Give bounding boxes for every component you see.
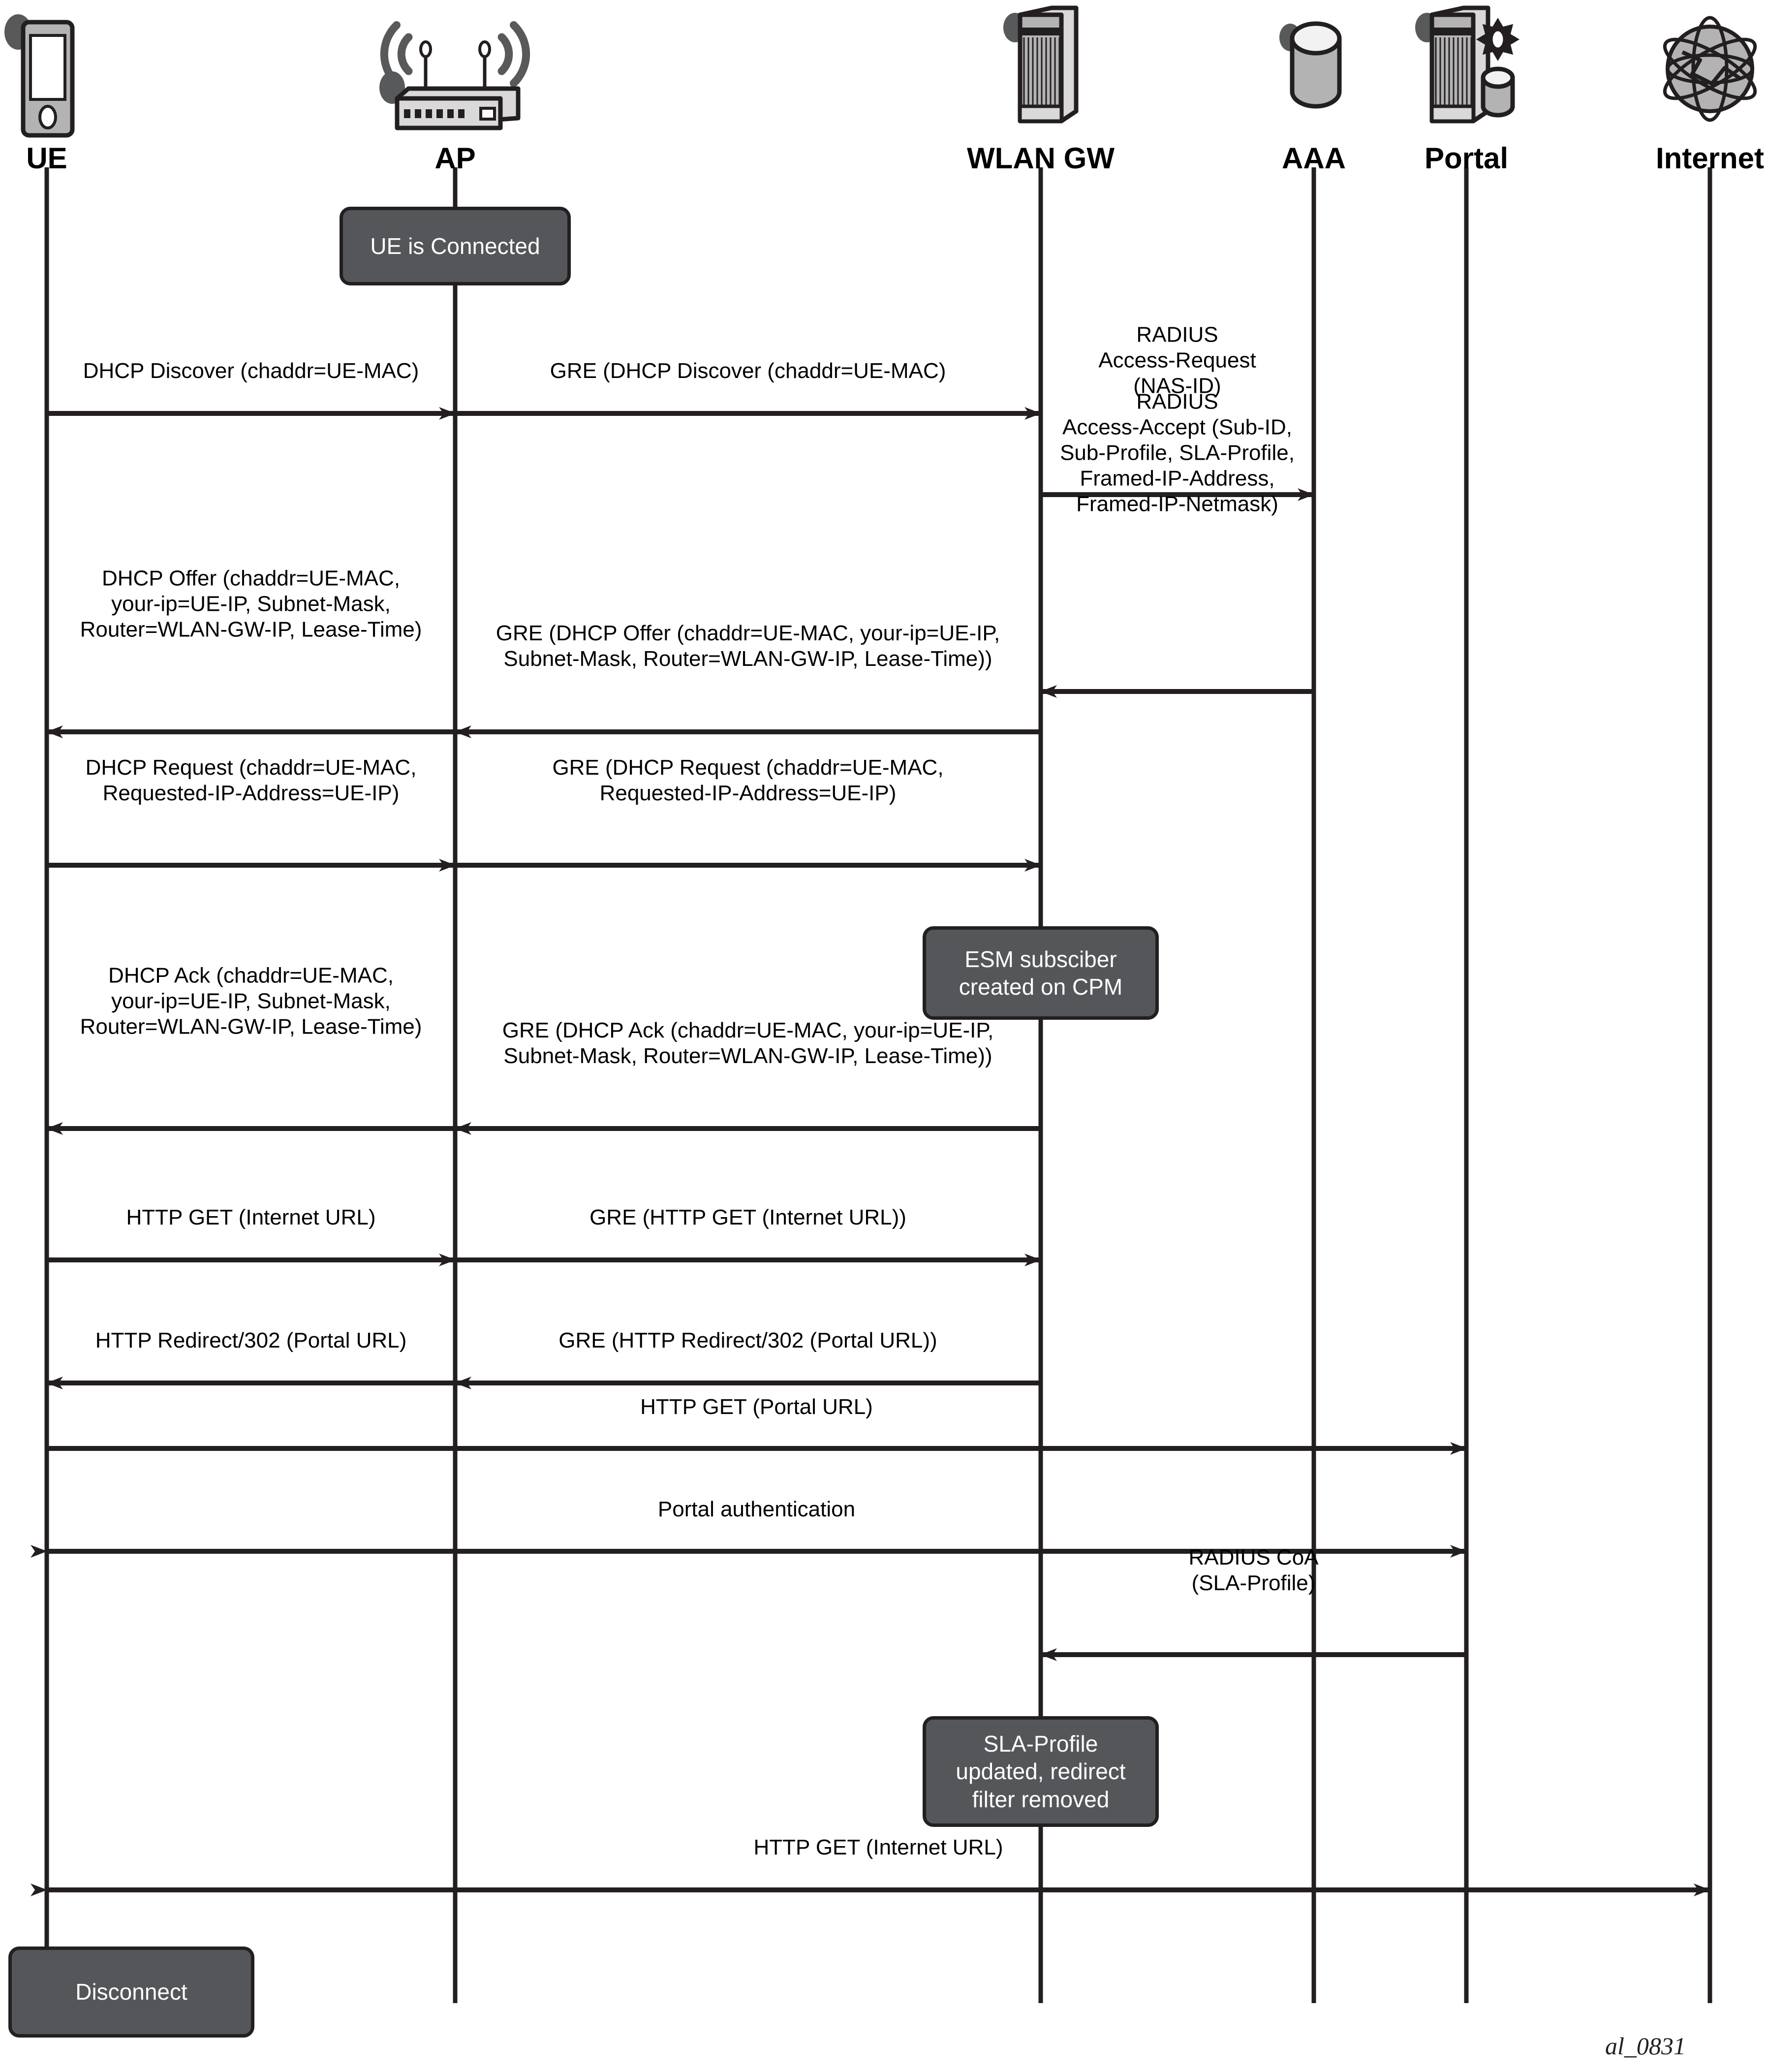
lifeline-label-wlangw: WLAN GW xyxy=(967,142,1115,175)
message-label-m05: DHCP Offer (chaddr=UE-MAC, your-ip=UE-IP… xyxy=(80,566,422,642)
mobile-phone-icon xyxy=(4,14,75,138)
message-label-m18: HTTP GET (Internet URL) xyxy=(753,1835,1003,1860)
lifeline-label-ue: UE xyxy=(26,142,67,175)
note-sla-profile: SLA-Profile updated, redirect filter rem… xyxy=(923,1716,1159,1827)
message-label-m07: DHCP Request (chaddr=UE-MAC, Requested-I… xyxy=(85,755,417,806)
device-icons-layer xyxy=(4,5,1757,138)
lifeline-label-portal: Portal xyxy=(1424,142,1509,175)
message-label-m17: RADIUS CoA (SLA-Profile) xyxy=(1188,1545,1319,1596)
message-label-m11: HTTP GET (Internet URL) xyxy=(126,1205,376,1230)
message-label-m16: Portal authentication xyxy=(657,1497,856,1522)
globe-network-icon xyxy=(1663,16,1757,122)
message-label-m14: GRE (HTTP Redirect/302 (Portal URL)) xyxy=(558,1328,937,1353)
figure-caption: al_0831 xyxy=(1605,2032,1686,2060)
message-label-m02: GRE (DHCP Discover (chaddr=UE-MAC) xyxy=(550,359,946,383)
server-with-gear-icon xyxy=(1415,5,1519,124)
message-label-m04: RADIUS Access-Accept (Sub-ID, Sub-Profil… xyxy=(1060,389,1295,516)
lifeline-label-ap: AP xyxy=(434,142,476,175)
note-disconnect: Disconnect xyxy=(8,1946,254,2038)
message-label-m01: DHCP Discover (chaddr=UE-MAC) xyxy=(83,359,419,383)
wireless-access-point-icon xyxy=(379,21,530,130)
database-cylinder-icon xyxy=(1279,21,1342,109)
message-arrows-layer xyxy=(31,407,1710,1896)
message-label-m15: HTTP GET (Portal URL) xyxy=(640,1395,873,1419)
message-label-m13: HTTP Redirect/302 (Portal URL) xyxy=(95,1328,407,1353)
message-label-m08: GRE (DHCP Request (chaddr=UE-MAC, Reques… xyxy=(552,755,944,806)
message-label-m06: GRE (DHCP Offer (chaddr=UE-MAC, your-ip=… xyxy=(496,621,1000,671)
message-label-m09: DHCP Ack (chaddr=UE-MAC, your-ip=UE-IP, … xyxy=(80,963,422,1039)
note-esm-subscriber: ESM subsciber created on CPM xyxy=(923,926,1159,1020)
lifeline-label-internet: Internet xyxy=(1655,142,1765,175)
message-label-m03: RADIUS Access-Request (NAS-ID) xyxy=(1098,322,1256,398)
note-ue-connected: UE is Connected xyxy=(340,207,571,285)
server-rack-icon xyxy=(1003,5,1079,124)
lifelines-layer xyxy=(44,167,1712,2003)
lifeline-label-aaa: AAA xyxy=(1282,142,1346,175)
message-label-m10: GRE (DHCP Ack (chaddr=UE-MAC, your-ip=UE… xyxy=(502,1018,994,1068)
message-label-m12: GRE (HTTP GET (Internet URL)) xyxy=(589,1205,906,1230)
